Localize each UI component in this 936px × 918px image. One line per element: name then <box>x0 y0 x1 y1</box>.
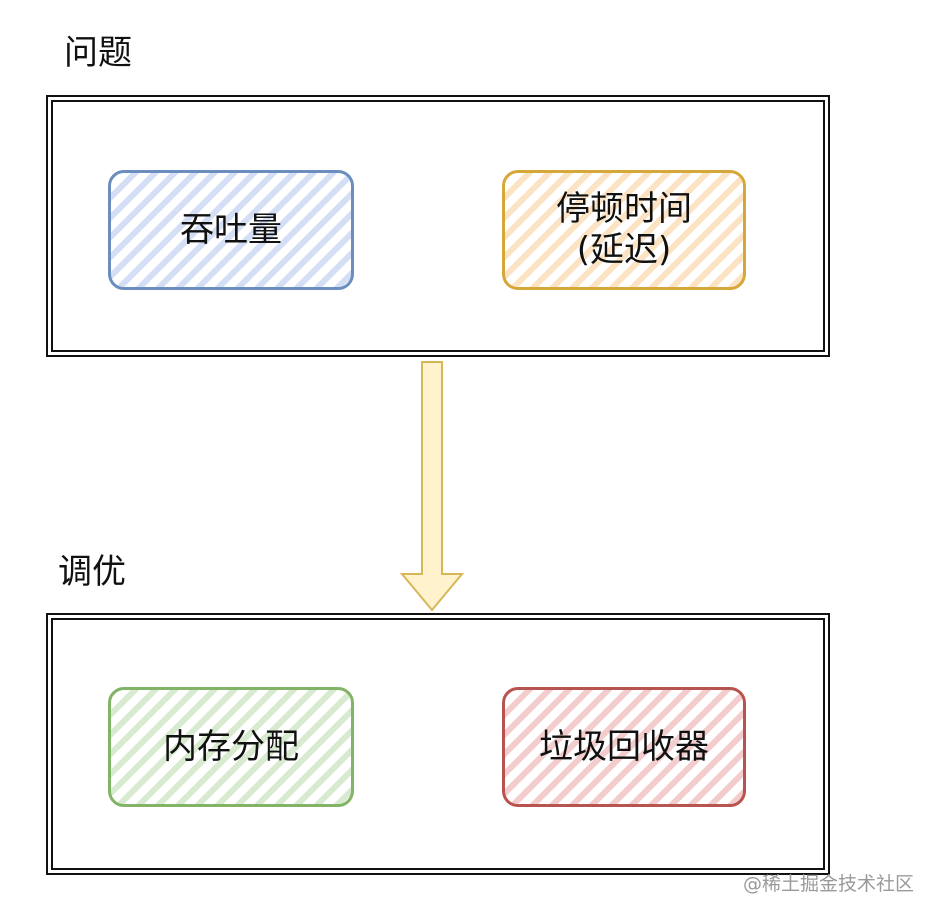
down-arrow-shape <box>399 361 465 612</box>
problem-title: 问题 <box>64 33 132 73</box>
memory-allocation-node: 内存分配 <box>108 687 354 807</box>
throughput-label: 吞吐量 <box>180 209 282 250</box>
garbage-collector-node: 垃圾回收器 <box>502 687 746 807</box>
pause-time-node: 停顿时间 (延迟) <box>502 170 746 290</box>
throughput-node: 吞吐量 <box>108 170 354 290</box>
memory-allocation-label: 内存分配 <box>163 726 299 767</box>
pause-time-label: 停顿时间 (延迟) <box>556 189 692 270</box>
tuning-title: 调优 <box>58 552 126 592</box>
problem-frame <box>46 95 830 357</box>
garbage-collector-label: 垃圾回收器 <box>539 726 709 767</box>
tuning-frame <box>46 613 830 875</box>
watermark: @稀土掘金技术社区 <box>742 873 914 895</box>
down-arrow-icon <box>399 361 465 612</box>
